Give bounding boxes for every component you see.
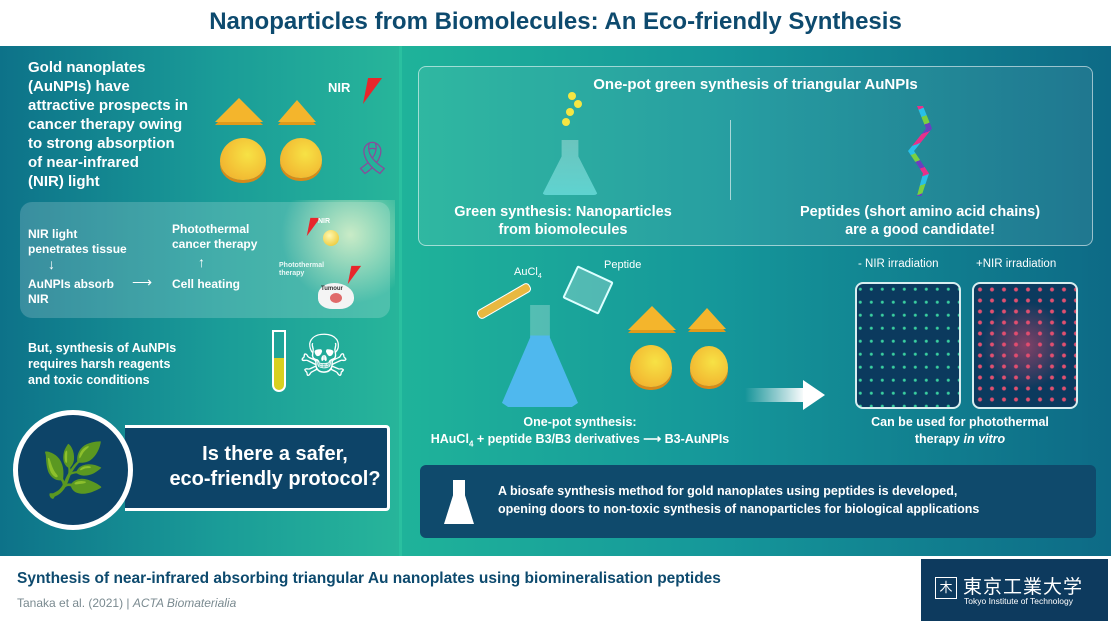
test-tube-icon bbox=[272, 330, 286, 392]
intro-line: cancer therapy owing bbox=[28, 116, 183, 133]
photothermal-text: Can be used for photothermal therapy in … bbox=[820, 414, 1100, 448]
intro-line: attractive prospects in bbox=[28, 97, 189, 114]
text-line: requires harsh reagents bbox=[28, 357, 171, 371]
arrow-icon bbox=[745, 388, 805, 402]
microscopy-image-irradiated bbox=[972, 282, 1078, 409]
conclusion-box bbox=[420, 465, 1096, 538]
subscript: 4 bbox=[537, 273, 542, 281]
plus-nir-label: +NIR irradiation bbox=[976, 258, 1057, 270]
gold-particle-icon bbox=[323, 230, 339, 246]
flow-text: penetrates tissue bbox=[28, 242, 127, 256]
green-synthesis-box bbox=[418, 66, 1093, 246]
intro-text: Gold nanoplates (AuNPIs) have attractive p… bbox=[28, 58, 188, 191]
gold-particle-icon bbox=[630, 345, 672, 387]
text-line: Can be used for photothermal bbox=[871, 415, 1049, 429]
intro-line: to strong absorption bbox=[28, 135, 175, 152]
hands-leaves-icon: 🌿 bbox=[13, 410, 133, 530]
flow-text: NIR bbox=[28, 292, 49, 306]
tumour-label: Tumour bbox=[321, 286, 343, 292]
text-line: are a good candidate! bbox=[845, 222, 995, 238]
text-line: therapy in vitro bbox=[820, 431, 1100, 448]
aucl4-label: AuCl4 bbox=[514, 266, 542, 280]
journal: ACTA Biomaterialia bbox=[132, 596, 237, 610]
label-text: therapy bbox=[279, 270, 305, 277]
label-text: Photothermal bbox=[279, 262, 325, 269]
paper-title: Synthesis of near-infrared absorbing tri… bbox=[17, 570, 721, 587]
gold-triangle-icon bbox=[278, 100, 316, 122]
text-line: A biosafe synthesis method for gold nano… bbox=[498, 484, 958, 498]
text-line: But, synthesis of AuNPIs bbox=[28, 341, 177, 355]
separator: | bbox=[126, 596, 130, 610]
tumour-icon bbox=[330, 293, 342, 303]
minus-nir-label: - NIR irradiation bbox=[858, 258, 939, 270]
text-line: eco-friendly protocol? bbox=[169, 468, 381, 490]
eq-text: HAuCl bbox=[430, 432, 469, 446]
arrow-up-icon: ↑ bbox=[198, 254, 205, 270]
green-synthesis-text: Green synthesis: Nanoparticles from biomo… bbox=[423, 203, 703, 239]
harsh-conditions-text: But, synthesis of AuNPIs requires harsh r… bbox=[28, 340, 176, 388]
text-line: Green synthesis: Nanoparticles bbox=[454, 204, 672, 220]
text-line: Peptides (short amino acid chains) bbox=[799, 204, 1041, 220]
gold-particle-icon bbox=[690, 346, 728, 386]
box-heading: One-pot green synthesis of triangular Au… bbox=[593, 76, 918, 93]
question-box bbox=[125, 425, 390, 511]
gold-particle-icon bbox=[220, 138, 266, 180]
authors: Tanaka et al. (2021) bbox=[17, 596, 124, 610]
one-pot-text: One-pot synthesis: HAuCl4 + peptide B3/B… bbox=[420, 414, 740, 453]
page-title: Nanoparticles from Biomolecules: An Eco-… bbox=[0, 0, 1111, 46]
gold-triangle-icon bbox=[215, 98, 263, 122]
mouse-icon: Tumour bbox=[318, 283, 354, 309]
italic-text: in vitro bbox=[963, 432, 1006, 446]
flow-text: cancer therapy bbox=[172, 237, 258, 251]
university-logo: 木 東京工業大学 Tokyo Institute of Technology bbox=[921, 559, 1108, 621]
cancer-ribbon-icon: 🎗 bbox=[352, 140, 393, 176]
subscript: 4 bbox=[468, 439, 474, 449]
intro-line: (AuNPIs) have bbox=[28, 78, 130, 95]
eq-text: + peptide B3/B3 derivatives ⟶ B3-AuNPIs bbox=[473, 432, 730, 446]
logo-mark-icon: 木 bbox=[935, 577, 957, 599]
bubbles-icon bbox=[566, 108, 574, 116]
divider bbox=[399, 46, 402, 556]
intro-line: (NIR) light bbox=[28, 173, 100, 190]
flow-text: AuNPIs absorb bbox=[28, 277, 115, 291]
label-text: AuCl bbox=[514, 266, 538, 278]
flow-text: Photothermal bbox=[172, 222, 250, 236]
skull-crossbones-icon: ☠ bbox=[298, 324, 350, 389]
citation: Tanaka et al. (2021) | ACTA Biomateriali… bbox=[17, 596, 236, 610]
equation: HAuCl4 + peptide B3/B3 derivatives ⟶ B3-… bbox=[420, 431, 740, 453]
text-line: opening doors to non-toxic synthesis of … bbox=[498, 502, 980, 516]
microscopy-image-control bbox=[855, 282, 961, 409]
arrow-head-icon bbox=[803, 380, 825, 410]
question-text: Is there a safer, eco-friendly protocol? bbox=[160, 442, 390, 492]
intro-line: of near-infrared bbox=[28, 154, 139, 171]
nir-small-label: NIR bbox=[318, 218, 331, 225]
arrow-right-icon: ⟶ bbox=[132, 274, 153, 290]
text: therapy bbox=[914, 432, 964, 446]
nir-label: NIR bbox=[328, 80, 351, 95]
flow-text: NIR light bbox=[28, 227, 78, 241]
gold-triangle-icon bbox=[688, 308, 726, 329]
gold-triangle-icon bbox=[628, 306, 676, 330]
divider bbox=[730, 120, 731, 200]
flow-step-cell-heating: Cell heating bbox=[172, 277, 241, 291]
arrow-down-icon: ↓ bbox=[48, 256, 55, 272]
text-line: and toxic conditions bbox=[28, 373, 150, 387]
peptides-text: Peptides (short amino acid chains) are a … bbox=[760, 203, 1080, 239]
intro-line: Gold nanoplates bbox=[28, 59, 146, 76]
text-line: One-pot synthesis: bbox=[523, 415, 637, 429]
logo-text-en: Tokyo Institute of Technology bbox=[964, 596, 1073, 606]
conclusion-text: A biosafe synthesis method for gold nano… bbox=[498, 482, 979, 518]
peptide-label: Peptide bbox=[604, 259, 642, 271]
text-line: Is there a safer, bbox=[202, 443, 348, 465]
text-line: from biomolecules bbox=[498, 222, 628, 238]
logo-text-jp: 東京工業大学 bbox=[963, 577, 1084, 598]
gold-particle-icon bbox=[280, 138, 322, 178]
